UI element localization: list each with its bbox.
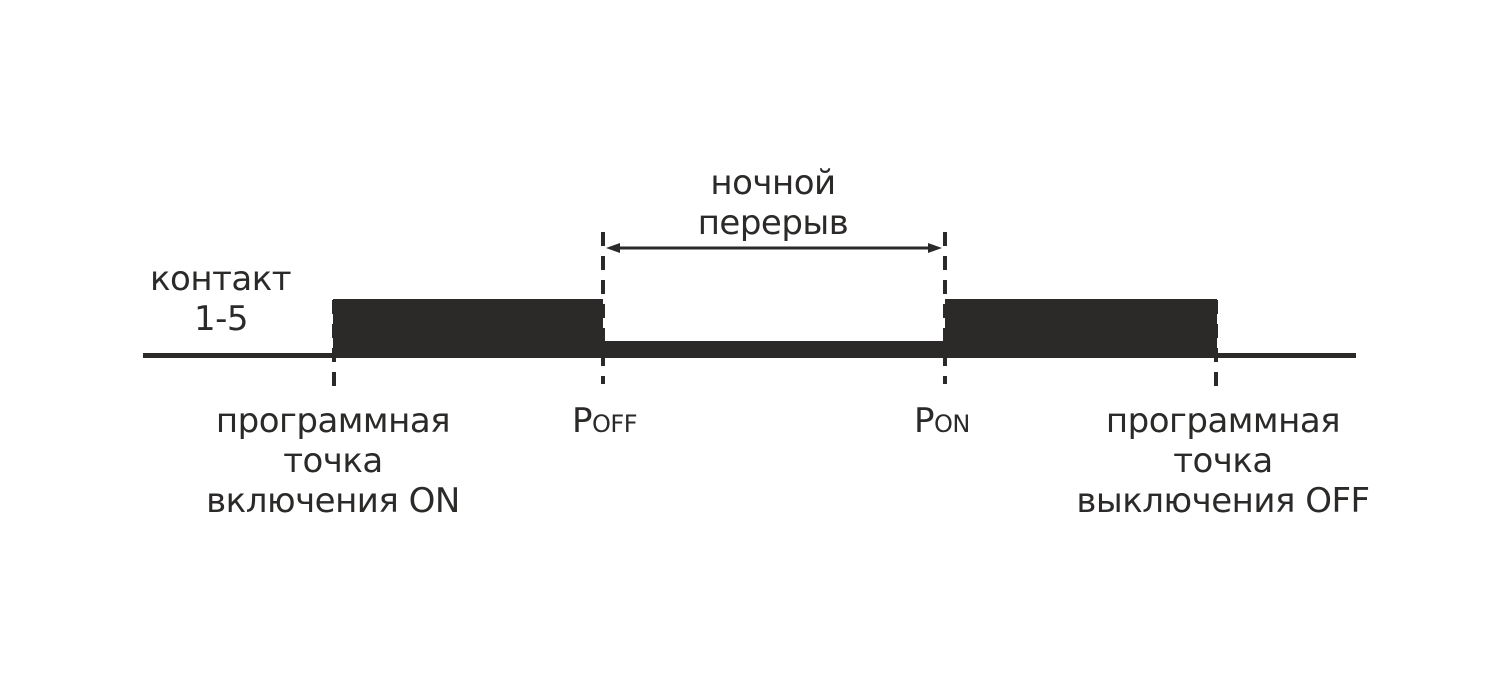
off-point-label-line: точка bbox=[1173, 441, 1273, 481]
contact-on-block-1 bbox=[333, 299, 603, 358]
contact-on-block-2 bbox=[945, 299, 1217, 358]
off-point-label-line: программная bbox=[1105, 401, 1341, 441]
p-off-label: POFF bbox=[572, 401, 638, 444]
p-on-label: PON bbox=[914, 401, 970, 444]
off-point-label-line: выключения OFF bbox=[1076, 481, 1370, 521]
p-on-main: P bbox=[914, 401, 935, 441]
on-point-label-line: программная bbox=[215, 401, 451, 441]
on-point-label-line: точка bbox=[283, 441, 383, 481]
contact-label-line: 1-5 bbox=[194, 299, 249, 339]
night-break-label: ночной перерыв bbox=[673, 163, 873, 243]
contact-label-line: контакт bbox=[150, 259, 292, 299]
contact-label: контакт 1-5 bbox=[150, 259, 310, 339]
baseline-left bbox=[143, 353, 335, 358]
p-on-subscript: ON bbox=[934, 410, 970, 438]
p-off-subscript: OFF bbox=[592, 410, 638, 438]
night-break-low-bar bbox=[603, 341, 945, 358]
night-break-label-line: перерыв bbox=[697, 203, 849, 243]
on-point-label-line: включения ON bbox=[206, 481, 460, 521]
on-point-label: программная точка включения ON bbox=[183, 401, 483, 521]
p-off-main: P bbox=[572, 401, 593, 441]
night-break-arrow bbox=[606, 243, 942, 253]
off-point-label: программная точка выключения OFF bbox=[1058, 401, 1388, 521]
night-break-label-line: ночной bbox=[710, 163, 836, 203]
baseline-right bbox=[1215, 353, 1356, 358]
